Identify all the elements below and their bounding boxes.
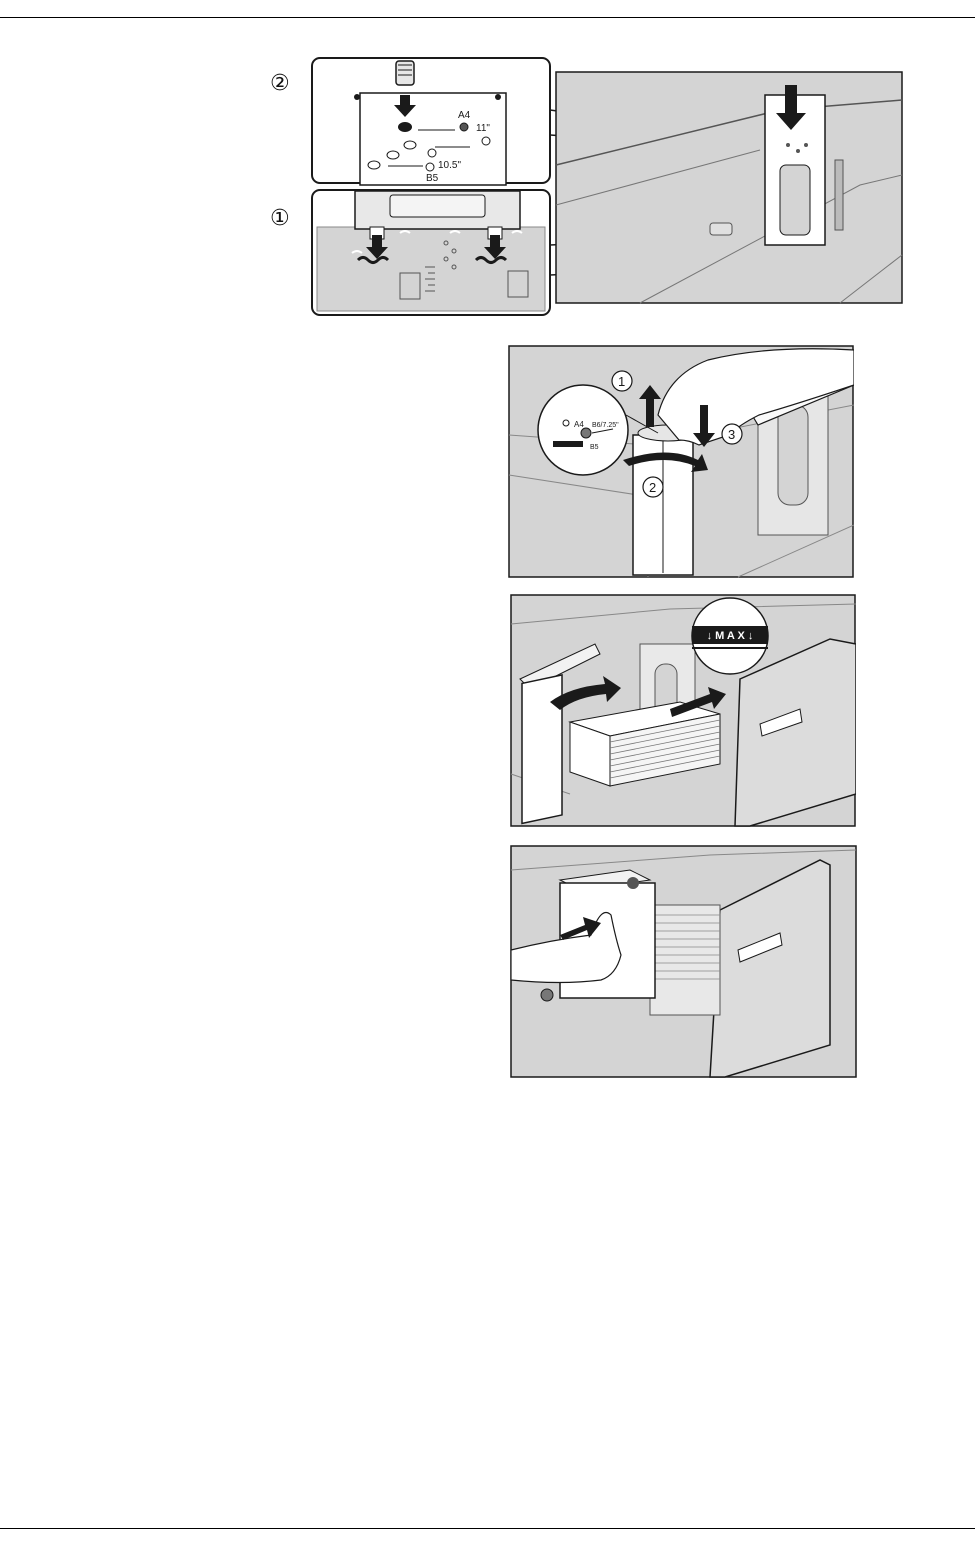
inset-label-b6: B6/7.25" [592, 422, 619, 429]
callout-number-2: ② [270, 73, 290, 95]
figure-close-tray [510, 845, 857, 1078]
label-b5: B5 [426, 173, 439, 184]
side-guide [633, 425, 698, 575]
step-label-1: 1 [618, 374, 625, 389]
header-rule [0, 17, 975, 18]
callout-number-1: ① [270, 208, 290, 230]
max-label: ↓ M A X ↓ [707, 630, 754, 642]
inset-label-b5: B5 [590, 444, 599, 451]
side-guide-adjust-illustration: A4 B6/7.25" B5 1 2 3 [508, 345, 854, 578]
guide-attach-illustration: A4 11" 10.5" B5 [260, 55, 905, 320]
label-10-5-inch: 10.5" [438, 160, 461, 171]
figure-load-paper: ↓ M A X ↓ [510, 594, 856, 827]
step-label-2: 2 [649, 480, 656, 495]
callout-top-plate: A4 11" 10.5" B5 [312, 58, 550, 185]
figure-guide-attach: ② ① A4 11" 10.5 [260, 55, 905, 320]
label-a4: A4 [458, 110, 471, 121]
max-indicator-magnifier: ↓ M A X ↓ [692, 598, 768, 674]
label-11-inch: 11" [476, 123, 490, 134]
footer-rule [0, 1528, 975, 1529]
figure-side-guide-adjust: A4 B6/7.25" B5 1 2 3 [508, 345, 854, 578]
load-paper-illustration: ↓ M A X ↓ [510, 594, 856, 827]
tray-overview [556, 72, 902, 303]
step-label-3: 3 [728, 427, 735, 442]
close-tray-illustration [510, 845, 857, 1078]
callout-bottom-slots [312, 190, 550, 315]
inset-label-a4: A4 [574, 420, 584, 429]
